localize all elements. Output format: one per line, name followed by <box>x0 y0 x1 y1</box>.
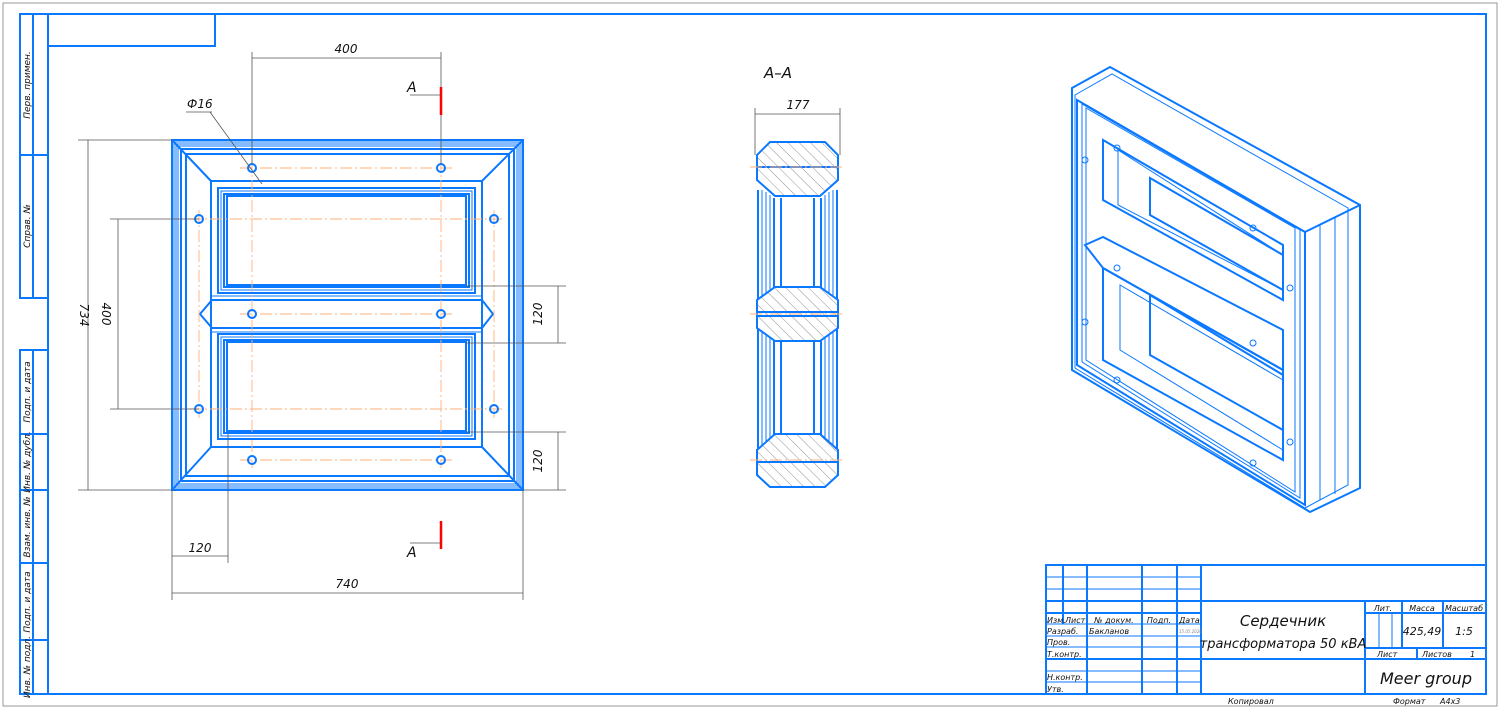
role-approved: Утв. <box>1047 685 1064 694</box>
hdr-list: Лист <box>1064 616 1086 625</box>
role-developer: Разраб. <box>1047 627 1078 636</box>
dim-bottom-120: 120 <box>189 541 212 555</box>
strip-label: Подп. и дата <box>23 361 33 422</box>
role-checker: Пров. <box>1047 638 1070 647</box>
top-left-box <box>47 13 216 47</box>
strip-label: Взам. инв. № <box>23 496 33 557</box>
sheets-value: 1 <box>1470 650 1475 659</box>
dim-width-740: 740 <box>336 577 359 591</box>
section-title: A–A <box>763 64 792 82</box>
hdr-sign: Подп. <box>1147 616 1171 625</box>
dim-top-400: 400 <box>335 42 358 56</box>
front-view <box>171 139 524 491</box>
format-label: Формат <box>1393 697 1426 706</box>
section-label-top: A <box>406 80 417 96</box>
hdr-izm: Изм. <box>1047 616 1066 625</box>
sheet-label: Лист <box>1376 650 1398 659</box>
company-name: Meer group <box>1380 669 1472 688</box>
drawing-frame <box>47 13 1487 695</box>
dim-right-lower-120: 120 <box>531 449 545 472</box>
dim-right-upper-120: 120 <box>531 302 545 325</box>
strip-label: Справ. № <box>23 204 33 248</box>
title-block: Изм. Лист № докум. Подп. Дата Разраб. Пр… <box>1045 564 1487 695</box>
strip-label: Инв. № подл. <box>23 636 33 698</box>
scale-label: Масштаб <box>1445 604 1483 613</box>
dim-hole-diameter: Ф16 <box>187 97 213 111</box>
drawing-title-line2: трансформатора 50 кВА <box>1200 637 1367 652</box>
strip-label: Инв. № дубл. <box>23 431 33 493</box>
side-strip: Перв. примен. Справ. № Подп. и дата Инв.… <box>19 13 49 698</box>
mass-label: Масса <box>1409 604 1435 613</box>
dim-height-734: 734 <box>77 304 91 327</box>
sheets-label: Листов <box>1421 650 1452 659</box>
section-label-bottom: A <box>406 545 417 561</box>
isometric-view <box>1071 65 1361 514</box>
copied-label: Копировал <box>1228 697 1274 706</box>
hdr-date: Дата <box>1178 616 1200 625</box>
mass-value: 425,49 <box>1403 625 1442 638</box>
strip-label: Подп. и дата <box>23 571 33 632</box>
format-value: A4x3 <box>1439 697 1460 706</box>
scale-value: 1:5 <box>1455 625 1473 638</box>
dim-pitch-400: 400 <box>99 303 113 326</box>
drawing-title-line1: Сердечник <box>1240 612 1326 630</box>
dim-section-177: 177 <box>787 98 810 112</box>
front-dimensions: 400 Ф16 734 400 120 120 120 740 A A <box>77 42 566 600</box>
section-view: A–A 177 <box>750 64 845 488</box>
developer-name: Бакланов <box>1089 627 1129 636</box>
lit-label: Лит. <box>1373 604 1392 613</box>
role-norm-control: Н.контр. <box>1047 673 1083 682</box>
role-tech-control: Т.контр. <box>1047 650 1082 659</box>
iso-holes <box>1081 144 1294 467</box>
developer-date: 15.05.2020 <box>1179 629 1202 634</box>
hdr-doc: № докум. <box>1093 616 1133 625</box>
strip-label: Перв. примен. <box>23 51 33 119</box>
